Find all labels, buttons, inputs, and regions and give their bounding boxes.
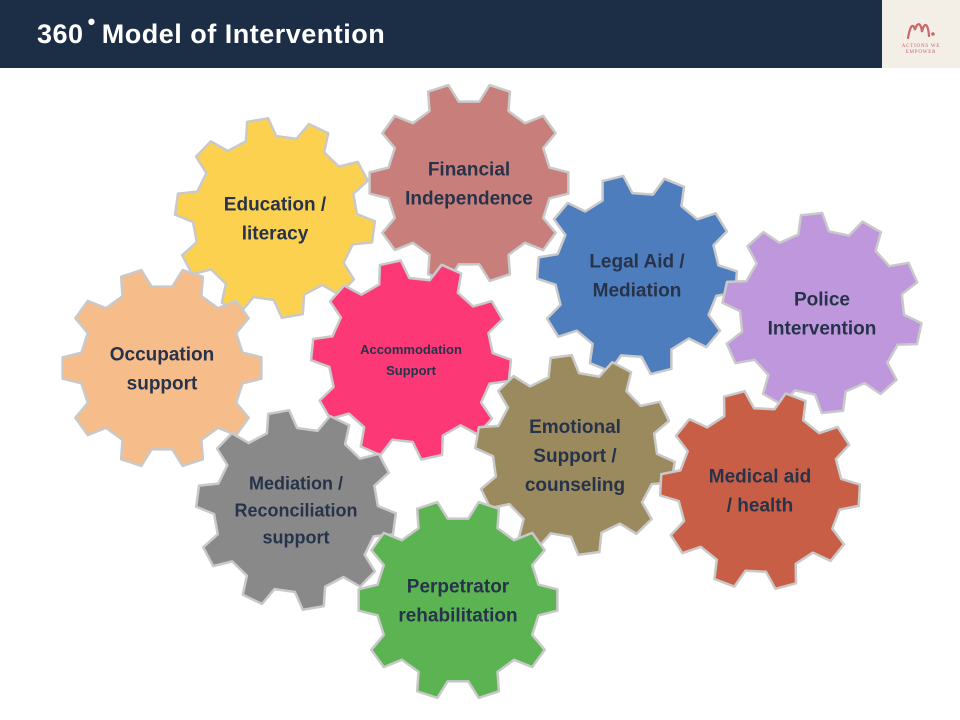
- logo-line-1: ACTIONS WE: [901, 44, 941, 49]
- gear-police-label-line: Police: [794, 289, 850, 310]
- gear-police-label-line: Intervention: [768, 318, 877, 339]
- gear-occupation: Occupation support: [61, 268, 263, 468]
- logo-text: ACTIONS WE EMPOWER: [882, 44, 960, 56]
- gear-mediation-label-line: support: [263, 527, 330, 547]
- gear-emotional-label-line: Support /: [533, 446, 617, 467]
- gear-emotional-label-line: counseling: [525, 475, 625, 496]
- gear-occupation-shape: [61, 268, 263, 468]
- degree-symbol: •: [87, 9, 96, 34]
- gear-mediation: Mediation / Reconciliation support: [194, 408, 398, 612]
- title-number: 360: [37, 19, 84, 49]
- gear-financial-shape: [368, 83, 570, 283]
- gear-legal: Legal Aid / Mediation: [535, 174, 739, 376]
- gear-accommodation-shape: [309, 259, 513, 461]
- gear-emotional-shape: [473, 353, 677, 557]
- header-bar: 360•Model of Intervention: [0, 0, 882, 68]
- gear-education-label-line: Education /: [224, 194, 327, 215]
- gear-mediation-label-line: Mediation /: [249, 473, 343, 493]
- gear-occupation-label-line: support: [127, 373, 198, 394]
- gear-accommodation-label-line: Accommodation: [360, 342, 462, 357]
- gear-education-label-line: literacy: [242, 223, 309, 244]
- gear-education: Education / literacy: [173, 116, 377, 320]
- logo-mark-icon: [906, 23, 935, 40]
- gear-mediation-label-line: Reconciliation: [234, 500, 357, 520]
- gear-legal-label-line: Legal Aid /: [589, 251, 685, 272]
- gear-legal-label-line: Mediation: [593, 280, 682, 301]
- title-text: Model of Intervention: [101, 19, 386, 49]
- gear-mediation-shape: [194, 408, 398, 612]
- gear-legal-shape: [535, 174, 739, 376]
- gear-medical-shape: [658, 389, 862, 591]
- gear-medical-label-line: / health: [727, 495, 794, 516]
- gear-perpetrator-label-line: Perpetrator: [407, 576, 510, 597]
- logo-line-2: EMPOWER: [905, 50, 937, 55]
- gear-emotional-label-line: Emotional: [529, 417, 621, 438]
- gear-financial-label-line: Financial: [428, 159, 510, 180]
- gear-medical: Medical aid / health: [658, 389, 862, 591]
- gear-perpetrator-label-line: rehabilitation: [398, 605, 517, 626]
- gear-medical-label-line: Medical aid: [709, 466, 811, 487]
- gear-accommodation-label-line: Support: [386, 363, 436, 378]
- page-title: 360•Model of Intervention: [37, 9, 386, 50]
- gear-education-shape: [173, 116, 377, 320]
- gear-financial-label-line: Independence: [405, 188, 533, 209]
- logo: ACTIONS WE EMPOWER: [882, 0, 960, 68]
- gear-police-shape: [721, 211, 923, 415]
- gear-perpetrator-shape: [357, 500, 559, 700]
- gear-perpetrator: Perpetrator rehabilitation: [357, 500, 559, 700]
- gear-occupation-label-line: Occupation: [110, 344, 215, 365]
